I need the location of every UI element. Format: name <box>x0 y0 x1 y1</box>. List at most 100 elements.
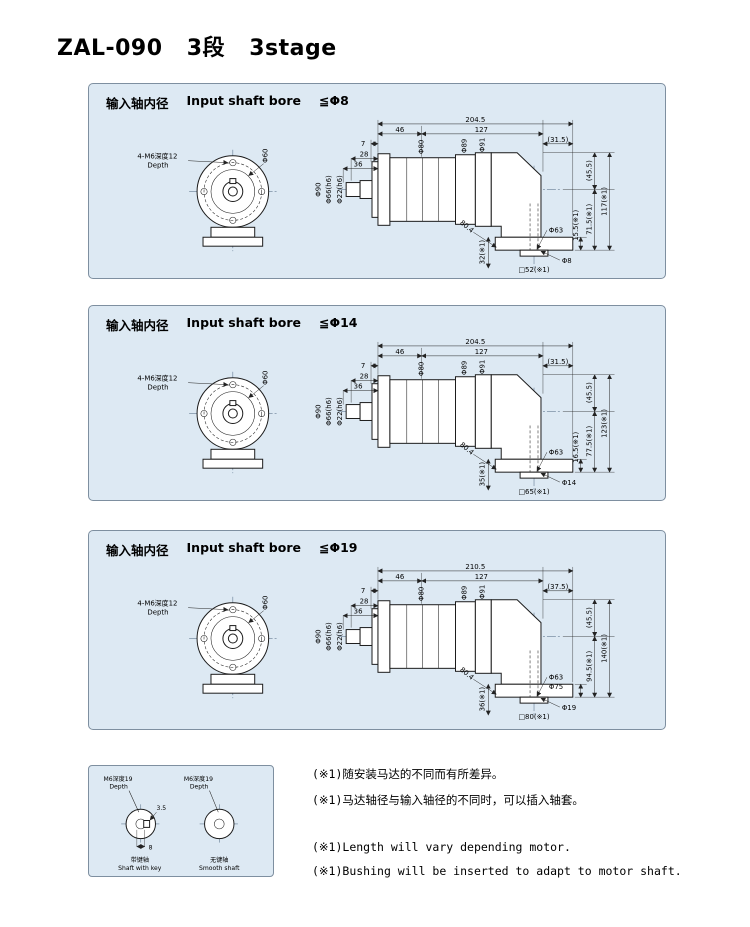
dim-7: 7 <box>361 362 365 370</box>
panel-header: 输入轴内径 Input shaft bore ≦Φ14 <box>89 306 665 334</box>
shaft-with-key-view: 3.5 8 M6深度19 Depth 带键轴 Shaft with key <box>103 775 166 872</box>
side-dimensions: 204.5 46 127 7 (31.5) 28 36 Φ90 Φ66(h6) … <box>314 116 615 274</box>
side-view <box>338 152 574 270</box>
front-tap-label: 4-M6深度12 <box>137 599 177 608</box>
adapter-ring-1 <box>454 154 476 225</box>
output-pilot <box>371 161 379 218</box>
adapter-ring-1 <box>454 601 476 672</box>
dim-46: 46 <box>395 348 404 356</box>
footnote-cn-1: (※1)随安装马达的不同而有所差异。 <box>312 767 504 781</box>
motor-flange <box>494 458 574 473</box>
motor-flange <box>494 236 574 251</box>
shaft-detail-panel: 3.5 8 M6深度19 Depth 带键轴 Shaft with key M6… <box>88 765 274 877</box>
footnote-cn-2: (※1)马达轴径与输入轴径的不同时，可以插入轴套。 <box>312 793 584 807</box>
dim-7: 7 <box>361 140 365 148</box>
base-flange <box>202 458 264 469</box>
adapter-ring-2 <box>474 599 492 674</box>
panel-header-cn: 输入轴内径 <box>106 318 169 333</box>
dim-flange-square: □52(※1) <box>519 266 550 274</box>
base-flange <box>202 683 264 694</box>
footnote-en-2: (※1)Bushing will be inserted to adapt to… <box>312 864 682 878</box>
left-caption-en: Shaft with key <box>118 865 162 872</box>
dim-lower-height: 71.5(※1) <box>586 204 594 235</box>
dim-pilot-dia: Φ66(h6) <box>325 175 333 204</box>
dim-lower-height: 94.5(※1) <box>586 651 594 682</box>
bore-panel: 输入轴内径 Input shaft bore ≦Φ19 <box>88 530 666 730</box>
dim-motor-pilot2-dia: Φ75 <box>549 683 563 691</box>
base-block <box>210 673 256 685</box>
output-flange <box>377 153 391 226</box>
front-tap-depth-label: Depth <box>147 384 168 392</box>
dim-flange-offset: 36(※1) <box>478 687 486 712</box>
dim-input-bore: Φ8 <box>562 257 572 265</box>
model-code: ZAL-090 <box>57 36 163 61</box>
dim-flange-square: □80(※1) <box>519 713 550 721</box>
front-view: 4-M6深度12 Depth Φ60 <box>137 596 277 699</box>
dim-flange-dia: Φ90 <box>314 182 322 196</box>
bolt-circle <box>203 384 262 443</box>
dim-total-length: 204.5 <box>465 116 485 124</box>
panel-header-bore: ≦Φ19 <box>318 540 358 555</box>
footnotes: (※1)随安装马达的不同而有所差异。 (※1)马达轴径与输入轴径的不同时，可以插… <box>312 766 732 888</box>
base-block <box>210 448 256 460</box>
panel-header: 输入轴内径 Input shaft bore ≦Φ8 <box>89 84 665 112</box>
side-view <box>338 599 574 717</box>
dim-total-height: 117(※1) <box>601 187 609 216</box>
dim-upper-height: (45.5) <box>586 382 594 403</box>
dim-body-dia: Φ80 <box>418 587 426 601</box>
front-view: 4-M6深度12 Depth Φ60 <box>137 149 277 252</box>
bolt-circle <box>203 609 262 668</box>
dim-boss-height: 16.5(※1) <box>572 431 580 462</box>
dim-total-height: 140(※1) <box>601 634 609 663</box>
pilot-circle <box>210 391 255 436</box>
dim-shaft-dia: Φ22(h6) <box>336 622 344 651</box>
front-pilot-label: Φ60 <box>262 149 270 163</box>
panel-header-bore: ≦Φ8 <box>318 93 349 108</box>
dim-pilot-dia: Φ66(h6) <box>325 397 333 426</box>
dim-motor-side: (31.5) <box>547 136 568 144</box>
right-caption-cn: 无键轴 <box>210 856 228 864</box>
panel-header-cn: 输入轴内径 <box>106 96 169 111</box>
panel-header-en: Input shaft bore <box>186 540 301 555</box>
dim-adapter1-dia: Φ89 <box>460 361 468 375</box>
keyway <box>229 400 237 407</box>
pilot-circle <box>210 616 255 661</box>
front-view: 4-M6深度12 Depth Φ60 <box>137 371 277 474</box>
dim-body-dia: Φ80 <box>418 362 426 376</box>
dim-flange-square: □65(※1) <box>519 488 550 496</box>
stage-count-en: 3stage <box>249 36 337 61</box>
left-caption-cn: 带键轴 <box>131 856 149 864</box>
front-tap-label: 4-M6深度12 <box>137 374 177 383</box>
output-pilot <box>371 383 379 440</box>
dim-flange-dia: Φ90 <box>314 629 322 643</box>
pilot-circle <box>210 169 255 214</box>
dim-flange-offset: 32(※1) <box>478 240 486 265</box>
panel-header: 输入轴内径 Input shaft bore ≦Φ19 <box>89 531 665 559</box>
dim-motor-pilot-dia: Φ63 <box>549 226 563 234</box>
keyway <box>143 820 151 828</box>
motor-pilot-boss <box>519 471 549 479</box>
dim-adapter2-dia: Φ91 <box>478 585 486 599</box>
output-flange <box>377 375 391 448</box>
dim-motor-pilot-dia: Φ63 <box>549 448 563 456</box>
dim-adapter1-dia: Φ89 <box>460 139 468 153</box>
dim-127: 127 <box>475 126 488 134</box>
dim-36: 36 <box>354 608 363 616</box>
key-dim-b: 8 <box>149 844 153 851</box>
adapter-ring-2 <box>474 374 492 449</box>
panel-header-en: Input shaft bore <box>186 93 301 108</box>
technical-drawing: 4-M6深度12 Depth Φ60 <box>137 563 615 721</box>
dim-28: 28 <box>360 373 369 381</box>
technical-drawing: 4-M6深度12 Depth Φ60 <box>137 116 615 274</box>
output-shaft-tip <box>345 182 361 197</box>
dim-adapter1-dia: Φ89 <box>460 586 468 600</box>
keyway <box>229 178 237 185</box>
dim-upper-height: (45.5) <box>586 607 594 628</box>
front-tap-depth-label: Depth <box>147 609 168 617</box>
dim-127: 127 <box>475 348 488 356</box>
left-tap-note: M6深度19 <box>103 775 132 783</box>
dim-adapter2-dia: Φ91 <box>478 360 486 374</box>
footnote-en-1: (※1)Length will vary depending motor. <box>312 840 571 854</box>
panel-header-bore: ≦Φ14 <box>318 315 358 330</box>
